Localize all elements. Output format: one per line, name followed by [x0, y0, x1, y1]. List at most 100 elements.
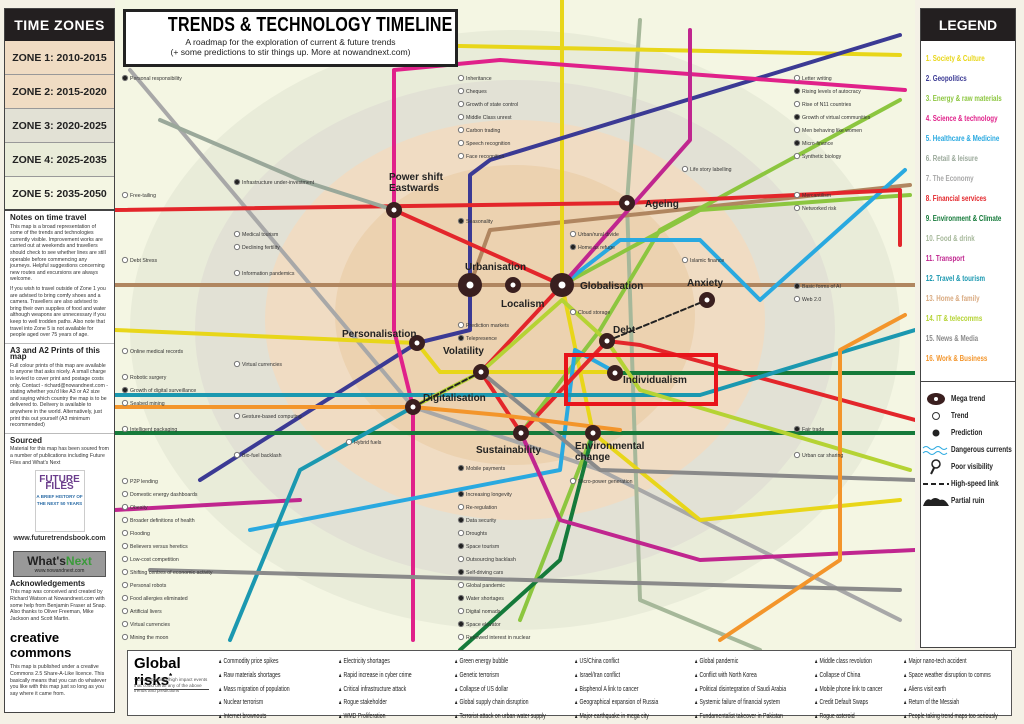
mega-trend-station[interactable]: Localism — [501, 277, 544, 310]
trend-station[interactable] — [793, 295, 801, 303]
trend-station[interactable] — [121, 373, 129, 381]
prediction-station[interactable] — [457, 620, 465, 628]
prediction-station[interactable] — [121, 74, 129, 82]
trend-station[interactable] — [457, 529, 465, 537]
trend-station[interactable] — [457, 126, 465, 134]
trend-station[interactable] — [233, 269, 241, 277]
prediction-station[interactable] — [457, 542, 465, 550]
book-url-link[interactable]: www.futuretrendsbook.com — [13, 535, 106, 543]
trend-station[interactable] — [121, 399, 129, 407]
trend-station[interactable] — [233, 243, 241, 251]
prediction-station[interactable] — [457, 490, 465, 498]
prediction-station[interactable] — [457, 516, 465, 524]
mega-trend-station[interactable]: Volatility — [443, 346, 489, 380]
prediction-station[interactable] — [793, 425, 801, 433]
mega-trend-station[interactable]: Ageing — [619, 195, 679, 211]
trend-label: P2P lending — [130, 479, 158, 485]
trend-station[interactable] — [121, 347, 129, 355]
trend-station[interactable] — [457, 152, 465, 160]
trend-station[interactable] — [121, 516, 129, 524]
trend-station[interactable] — [457, 555, 465, 563]
legend-line-item: 12. Travel & tourism — [925, 274, 986, 283]
legend-key-trend: Trend — [921, 407, 1015, 424]
mega-trend-station[interactable]: Sustainability — [476, 425, 541, 456]
mega-trend-station[interactable]: Globalisation — [550, 273, 643, 297]
trend-station[interactable] — [121, 529, 129, 537]
trend-station[interactable] — [793, 74, 801, 82]
trend-station[interactable] — [121, 607, 129, 615]
trend-station[interactable] — [681, 256, 689, 264]
trend-station[interactable] — [457, 87, 465, 95]
trend-station[interactable] — [681, 165, 689, 173]
waves-icon — [922, 445, 948, 455]
prediction-station[interactable] — [457, 594, 465, 602]
trend-label: Water shortages — [466, 596, 504, 602]
trend-station[interactable] — [457, 581, 465, 589]
mega-trend-station[interactable]: Urbanisation — [458, 262, 526, 297]
trend-station[interactable] — [457, 113, 465, 121]
trend-station[interactable] — [121, 633, 129, 641]
trend-station[interactable] — [121, 425, 129, 433]
trend-station[interactable] — [121, 256, 129, 264]
trend-station[interactable] — [121, 542, 129, 550]
trend-station[interactable] — [793, 191, 801, 199]
risk-item: Raw materials shortages — [218, 669, 290, 683]
trend-station[interactable] — [121, 568, 129, 576]
mega-trend-station[interactable]: Debt — [599, 325, 636, 349]
trend-station[interactable] — [569, 477, 577, 485]
trend-station[interactable] — [121, 477, 129, 485]
mega-trend-station[interactable]: Individualism — [607, 365, 687, 386]
notes-p1: This map is a broad representation of so… — [10, 223, 106, 283]
trend-station[interactable] — [121, 191, 129, 199]
trend-station[interactable] — [233, 451, 241, 459]
legend-key-prediction: Prediction — [921, 424, 1015, 441]
risk-item: Return of the Messiah — [903, 696, 998, 710]
line-transport — [115, 28, 915, 562]
mega-trend-station[interactable]: Anxiety — [687, 278, 724, 308]
prediction-station[interactable] — [457, 568, 465, 576]
prediction-station[interactable] — [121, 386, 129, 394]
trend-station[interactable] — [345, 438, 353, 446]
mega-trend-station[interactable]: Personalisation — [342, 329, 425, 351]
mega-trend-station[interactable]: Digitalisation — [405, 393, 486, 415]
prediction-station[interactable] — [233, 178, 241, 186]
trend-label: Fair trade — [802, 427, 824, 433]
trend-station[interactable] — [457, 139, 465, 147]
prediction-station[interactable] — [793, 113, 801, 121]
prediction-station[interactable] — [793, 282, 801, 290]
trend-station[interactable] — [233, 360, 241, 368]
trend-station[interactable] — [457, 633, 465, 641]
trend-station[interactable] — [121, 594, 129, 602]
trend-station[interactable] — [121, 490, 129, 498]
trend-station[interactable] — [793, 451, 801, 459]
trend-station[interactable] — [121, 581, 129, 589]
trend-station[interactable] — [793, 204, 801, 212]
trend-station[interactable] — [457, 321, 465, 329]
trend-station[interactable] — [457, 607, 465, 615]
trend-station[interactable] — [233, 412, 241, 420]
legend-key-label: High-speed link — [951, 479, 999, 488]
trend-station[interactable] — [121, 555, 129, 563]
prediction-station[interactable] — [793, 87, 801, 95]
trend-station[interactable] — [793, 100, 801, 108]
prediction-station[interactable] — [569, 243, 577, 251]
prediction-station[interactable] — [457, 334, 465, 342]
trend-station[interactable] — [121, 503, 129, 511]
trend-station[interactable] — [233, 230, 241, 238]
legend-heading: LEGEND — [921, 9, 1015, 41]
trend-station[interactable] — [121, 620, 129, 628]
trend-station[interactable] — [457, 74, 465, 82]
legend-line-item: 8. Financial services — [925, 194, 987, 203]
trend-station[interactable] — [457, 503, 465, 511]
prediction-station[interactable] — [793, 139, 801, 147]
whats-next-logo[interactable]: What'sNext www.nowandnext.com — [13, 550, 106, 577]
trend-station[interactable] — [793, 126, 801, 134]
prediction-station[interactable] — [457, 464, 465, 472]
trend-station[interactable] — [569, 308, 577, 316]
trend-station[interactable] — [457, 100, 465, 108]
trend-station[interactable] — [569, 230, 577, 238]
prediction-station[interactable] — [457, 217, 465, 225]
trend-station[interactable] — [793, 152, 801, 160]
